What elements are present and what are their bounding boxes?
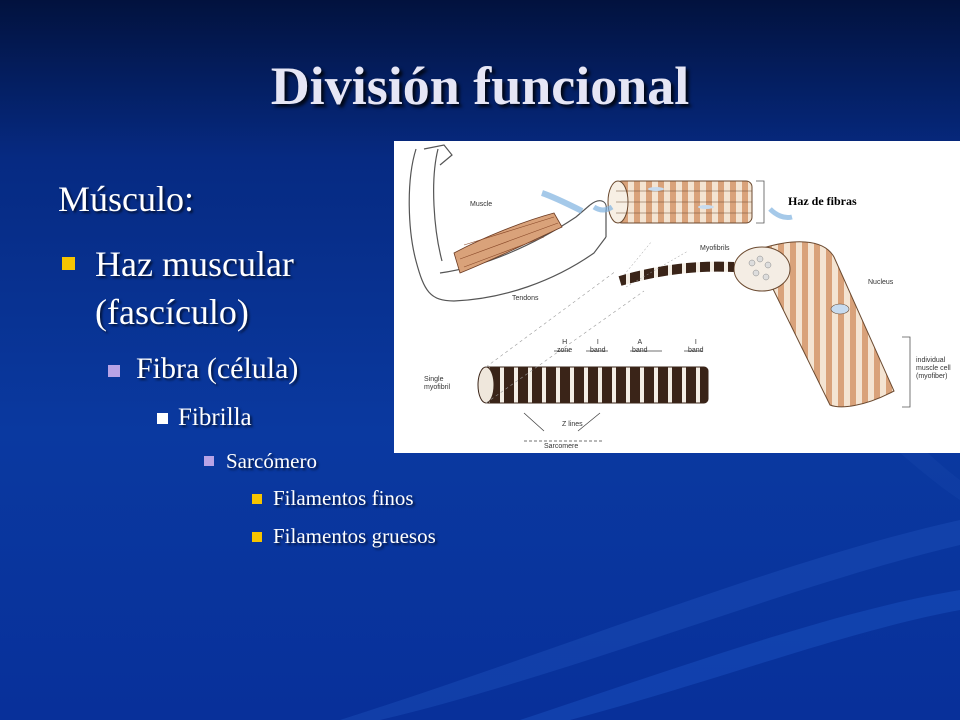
label-sarcomere: Sarcomere — [544, 443, 579, 450]
muscle-fiber — [733, 241, 911, 408]
haz-de-fibras-label: Haz de fibras — [788, 194, 857, 208]
label-a-band: A band — [632, 339, 648, 354]
single-myofibril — [477, 270, 709, 442]
fascicle-bundle — [592, 180, 793, 224]
label-myofibrils: Myofibrils — [700, 245, 730, 252]
label-h-zone: H zone — [557, 339, 573, 354]
label-nucleus: Nucleus — [868, 279, 894, 286]
muscle-anatomy-figure: Haz de fibras Muscle Tendons Myofibrils … — [394, 141, 960, 453]
label-z-lines: Z lines — [562, 421, 583, 428]
square-bullet-icon — [157, 413, 168, 424]
label-tendons: Tendons — [512, 295, 539, 302]
outline-haz-line1: Haz muscular — [95, 244, 294, 284]
outline-haz-line2: (fascículo) — [95, 292, 249, 332]
square-bullet-icon — [252, 532, 262, 542]
square-bullet-icon — [252, 494, 262, 504]
arm-muscle — [453, 190, 584, 274]
label-i-band-1: I band — [590, 339, 606, 354]
outline-fibrilla: Fibrilla — [178, 404, 252, 431]
slide-title: División funcional — [270, 56, 690, 116]
label-muscle: Muscle — [470, 201, 493, 208]
muscle-diagram — [408, 144, 911, 442]
square-bullet-icon — [108, 365, 120, 377]
outline-sarcomero: Sarcómero — [226, 449, 317, 473]
myofibril-strand — [618, 240, 735, 288]
outline-musculo: Músculo: — [58, 179, 195, 219]
outline-filamentos-finos: Filamentos finos — [273, 486, 414, 510]
outline-haz-muscular: Haz muscular (fascículo) — [95, 240, 294, 336]
outline-fibra: Fibra (célula) — [136, 352, 299, 385]
label-i-band-2: I band — [688, 339, 704, 354]
outline-filamentos-gruesos: Filamentos gruesos — [273, 524, 436, 548]
arm-drawing — [408, 144, 607, 302]
square-bullet-icon — [62, 257, 75, 270]
label-single-myofibril: Single myofibril — [424, 376, 451, 391]
square-bullet-icon — [204, 456, 214, 466]
label-individual-muscle-cell: individual muscle cell (myofiber) — [916, 357, 951, 380]
